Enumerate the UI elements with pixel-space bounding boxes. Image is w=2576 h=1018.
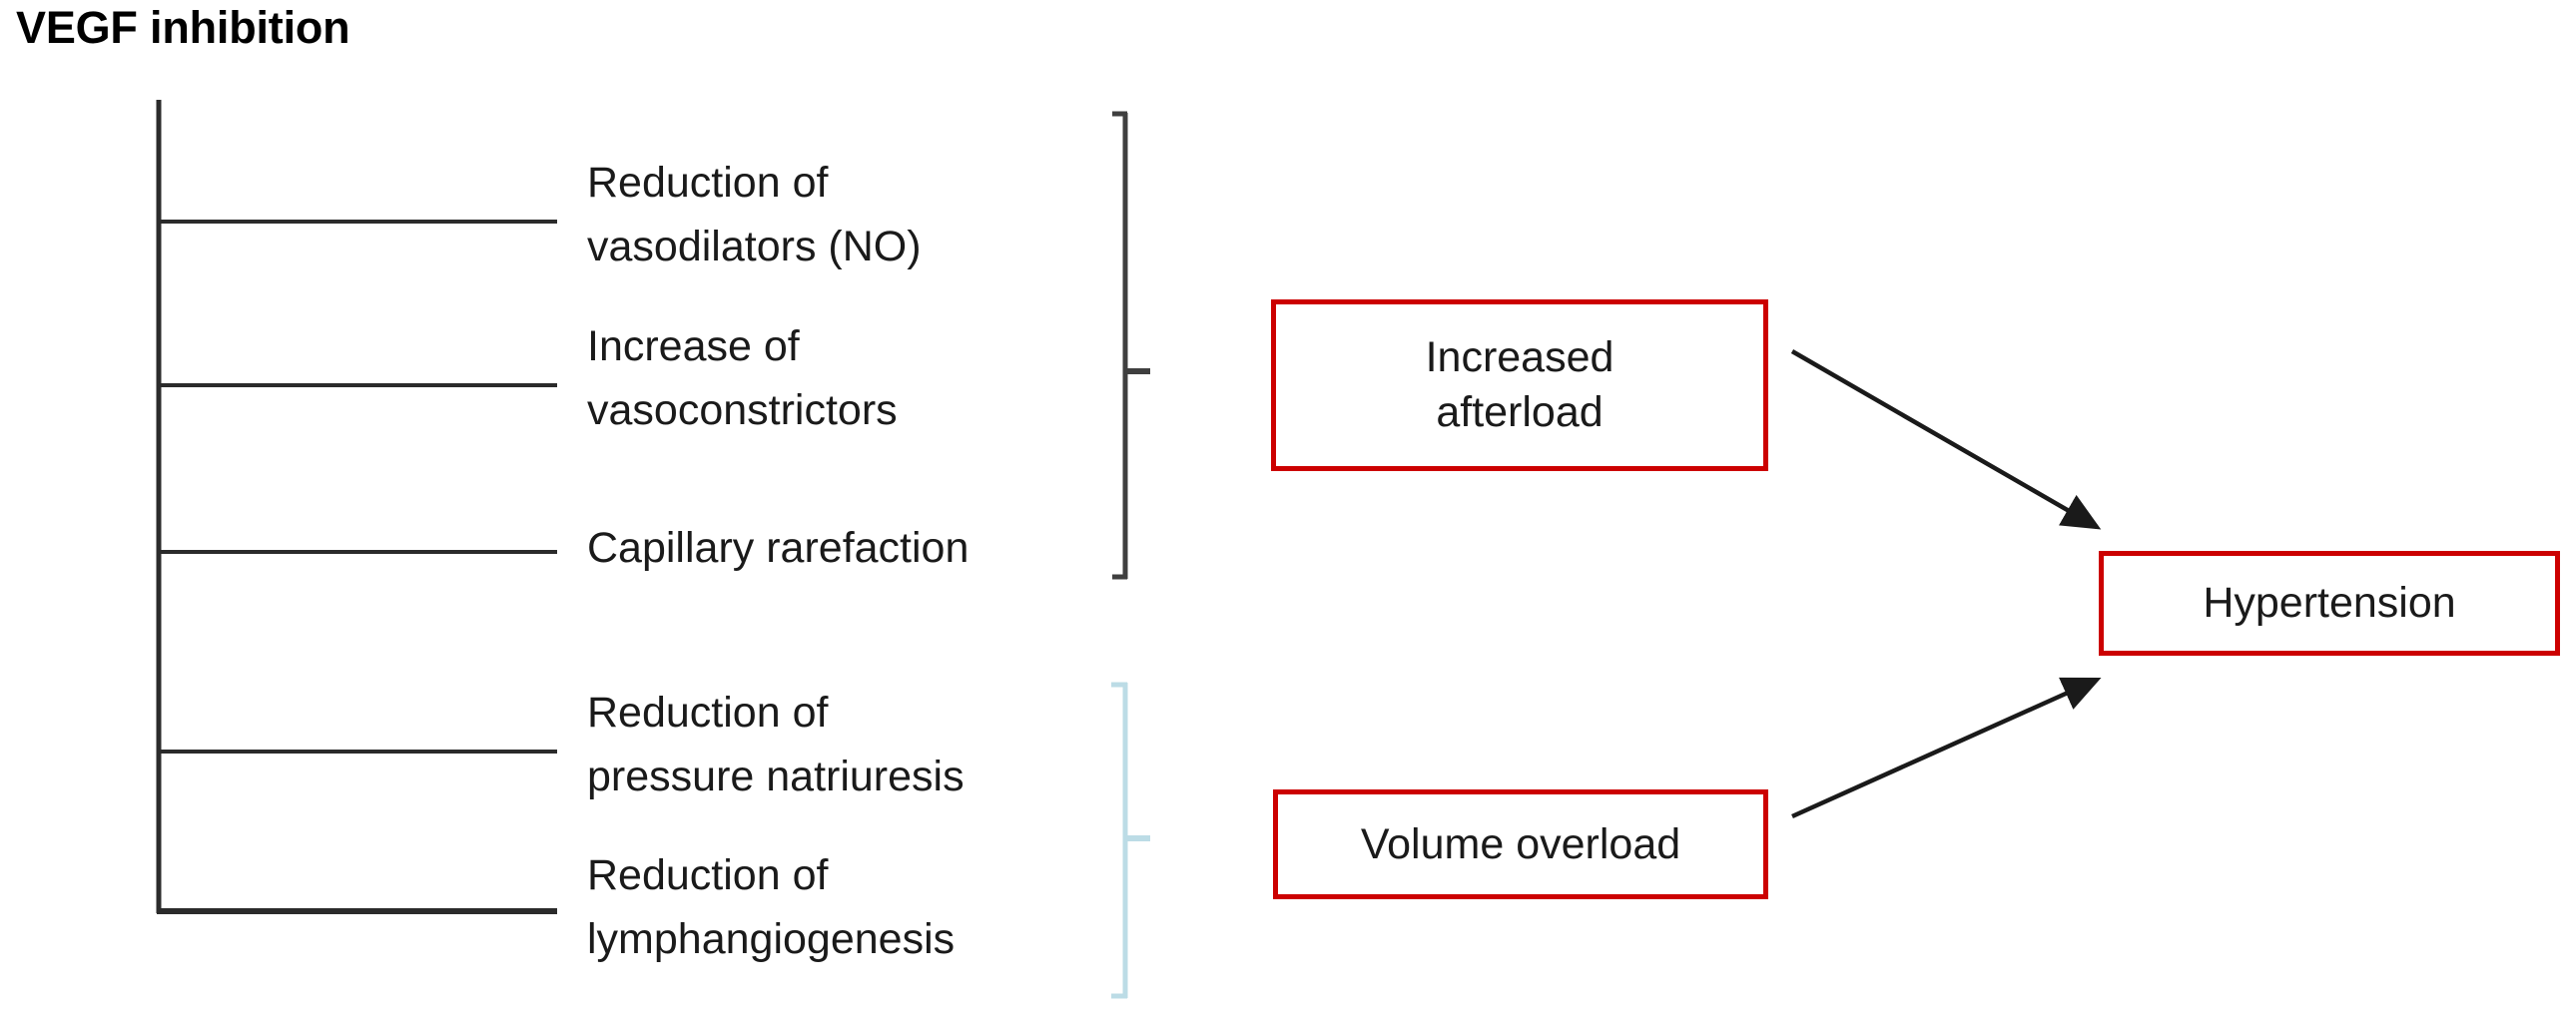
mechanism-line: Reduction of xyxy=(587,159,829,207)
mechanism-label-capillary-rarefaction: Capillary rarefaction xyxy=(587,516,968,580)
outcome-box-text: Increased afterload xyxy=(1426,330,1614,440)
mechanism-line: pressure natriuresis xyxy=(587,753,965,800)
mechanism-line: vasoconstrictors xyxy=(587,386,898,434)
outcome-box-text: Volume overload xyxy=(1361,817,1680,872)
arrow-afterload-to-hypertension xyxy=(1790,349,2102,530)
outcome-box-text: Hypertension xyxy=(2203,576,2455,631)
mechanism-label-reduction-vasodilators: Reduction of vasodilators (NO) xyxy=(587,151,922,278)
mechanism-label-reduction-pressure-natriuresis: Reduction of pressure natriuresis xyxy=(587,681,965,808)
mechanism-line: Reduction of xyxy=(587,851,829,899)
afterload-bracket xyxy=(1112,111,1150,580)
mechanism-line: Increase of xyxy=(587,322,800,370)
volume-bracket xyxy=(1111,682,1150,999)
outcome-box-hypertension: Hypertension xyxy=(2099,551,2560,656)
mechanism-line: lymphangiogenesis xyxy=(587,915,956,963)
mechanism-label-increase-vasoconstrictors: Increase of vasoconstrictors xyxy=(587,314,898,442)
arrow-volume-to-hypertension xyxy=(1791,677,2102,819)
diagram-title: VEGF inhibition xyxy=(16,2,350,53)
mechanism-line: Reduction of xyxy=(587,689,829,737)
outcome-box-line: afterload xyxy=(1436,388,1604,436)
mechanism-line: Capillary rarefaction xyxy=(587,524,969,572)
outcome-box-line: Increased xyxy=(1425,333,1614,381)
outcome-box-increased-afterload: Increased afterload xyxy=(1271,299,1768,471)
mechanism-label-reduction-lymphangiogenesis: Reduction of lymphangiogenesis xyxy=(587,843,955,971)
outcome-box-volume-overload: Volume overload xyxy=(1273,789,1768,899)
outcome-box-line: Volume overload xyxy=(1360,819,1681,868)
outcome-box-line: Hypertension xyxy=(2203,579,2456,627)
mechanism-line: vasodilators (NO) xyxy=(587,223,922,270)
